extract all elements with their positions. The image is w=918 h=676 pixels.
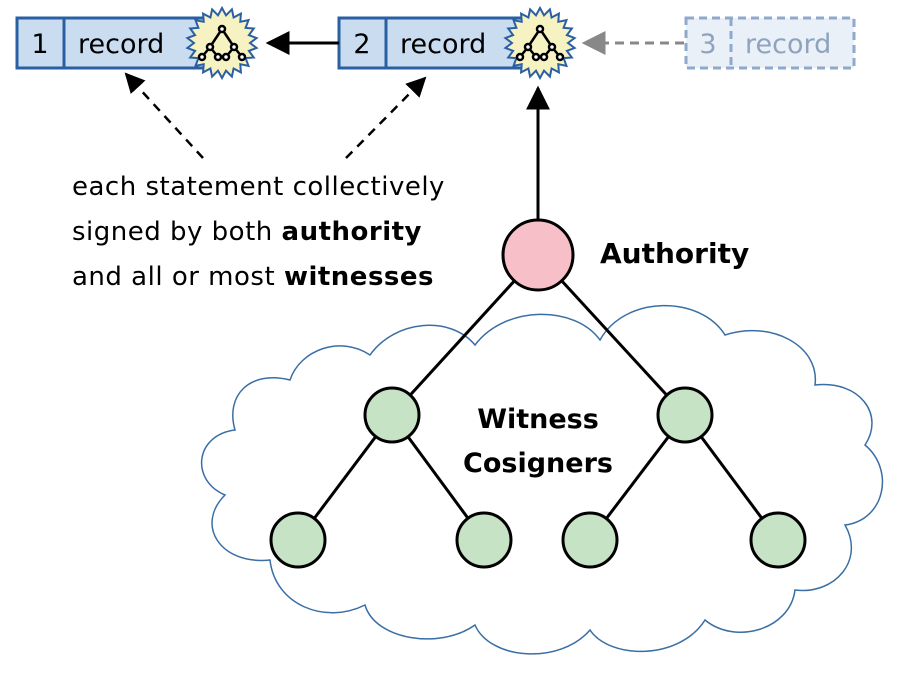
tree-icon xyxy=(197,24,247,62)
record-number: 3 xyxy=(699,29,716,60)
tree-icon xyxy=(515,24,565,62)
record-label: record xyxy=(745,29,831,60)
witness-nodes xyxy=(269,386,807,569)
note-line-2: signed by both authority xyxy=(72,217,422,247)
record-label: record xyxy=(400,29,486,60)
record-2[interactable]: 2 record xyxy=(337,16,531,70)
record-3-pending[interactable]: 3 record xyxy=(684,16,856,70)
note-line-2-prefix: signed by both xyxy=(72,217,282,247)
record-number: 1 xyxy=(31,29,48,60)
witness-label-line2: Cosigners xyxy=(463,448,613,479)
witness-node[interactable] xyxy=(269,511,327,569)
note-arrow-to-record-1 xyxy=(124,72,204,159)
note-line-1: each statement collectively xyxy=(72,172,445,202)
note-line-3-bold: witnesses xyxy=(284,262,434,292)
witness-node[interactable] xyxy=(656,386,714,444)
authority-node[interactable] xyxy=(501,218,575,292)
signature-seal-icon xyxy=(185,5,259,81)
authority-label: Authority xyxy=(600,237,749,270)
record-1[interactable]: 1 record xyxy=(15,16,209,70)
witness-label-line1: Witness xyxy=(477,404,599,435)
record-label: record xyxy=(78,29,164,60)
note-arrow-to-record-2 xyxy=(345,76,427,159)
signature-seal-icon xyxy=(503,5,577,81)
witness-node[interactable] xyxy=(455,511,513,569)
witness-node[interactable] xyxy=(749,511,807,569)
note-line-2-bold: authority xyxy=(282,217,422,247)
witness-cloud xyxy=(200,304,884,655)
note-line-3-prefix: and all or most xyxy=(72,262,284,292)
note-line-3: and all or most witnesses xyxy=(72,262,434,292)
record-number: 2 xyxy=(353,29,370,60)
witness-node[interactable] xyxy=(561,511,619,569)
witness-node[interactable] xyxy=(363,386,421,444)
